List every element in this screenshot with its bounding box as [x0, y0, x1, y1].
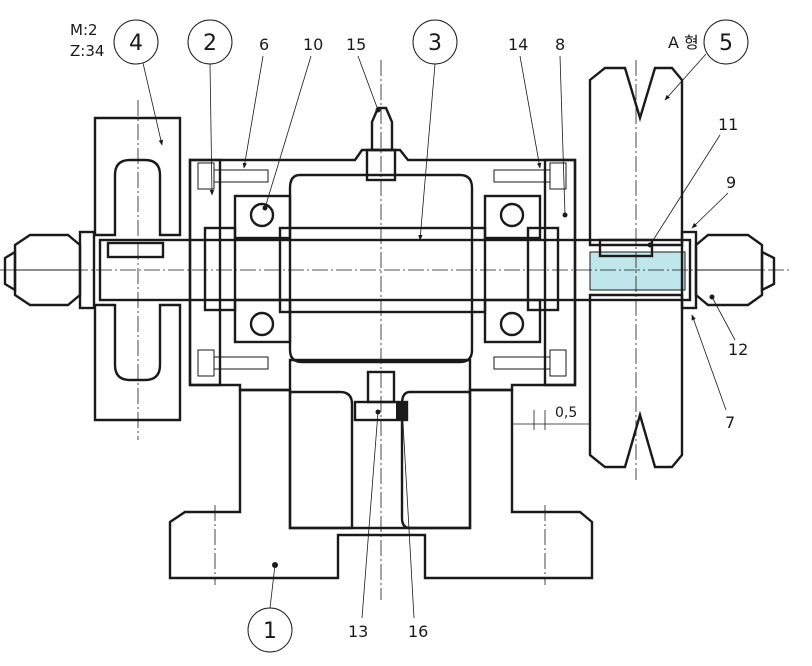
svg-text:7: 7	[725, 413, 735, 432]
label-12: 12	[709, 294, 748, 359]
svg-text:1: 1	[263, 619, 277, 644]
label-13: 13	[348, 409, 381, 641]
label-11: 11	[647, 115, 738, 248]
svg-text:4: 4	[129, 31, 143, 56]
balloon-3: 3	[412, 19, 458, 241]
svg-text:2: 2	[203, 31, 217, 56]
right-cover	[526, 158, 577, 387]
left-cover	[188, 158, 237, 387]
svg-text:3: 3	[428, 31, 442, 56]
label-9: 9	[691, 173, 736, 229]
label-7: 7	[691, 314, 735, 432]
svg-text:11: 11	[718, 115, 738, 134]
label-16: 16	[400, 404, 428, 641]
svg-text:8: 8	[555, 35, 565, 54]
balloon-2: 2	[187, 19, 233, 196]
gear-teeth-label: Z:34	[70, 42, 104, 60]
balloon-1: 1	[247, 562, 293, 653]
drain-plug	[353, 370, 409, 422]
v-pulley	[588, 60, 684, 480]
svg-text:13: 13	[348, 622, 368, 641]
bearings	[233, 194, 542, 344]
clearance-dimension: 0,5	[512, 405, 590, 430]
svg-text:12: 12	[728, 340, 748, 359]
clearance-label: 0,5	[555, 405, 577, 421]
svg-text:10: 10	[303, 35, 323, 54]
cap-screws	[197, 162, 567, 377]
svg-text:14: 14	[508, 35, 528, 54]
pulley-type-label: A 형	[668, 33, 699, 52]
svg-text:16: 16	[408, 622, 428, 641]
label-8: 8	[555, 35, 568, 218]
svg-text:6: 6	[259, 35, 269, 54]
balloon-5: 5	[664, 19, 749, 101]
label-6: 6	[242, 35, 269, 169]
label-15: 15	[346, 35, 381, 113]
spur-gear	[93, 100, 182, 440]
gear-module-label: M:2	[70, 21, 98, 39]
svg-text:9: 9	[726, 173, 736, 192]
svg-text:15: 15	[346, 35, 366, 54]
svg-text:5: 5	[719, 31, 733, 56]
label-10: 10	[262, 35, 323, 211]
balloon-4: 4	[113, 19, 164, 146]
label-14: 14	[508, 35, 542, 169]
